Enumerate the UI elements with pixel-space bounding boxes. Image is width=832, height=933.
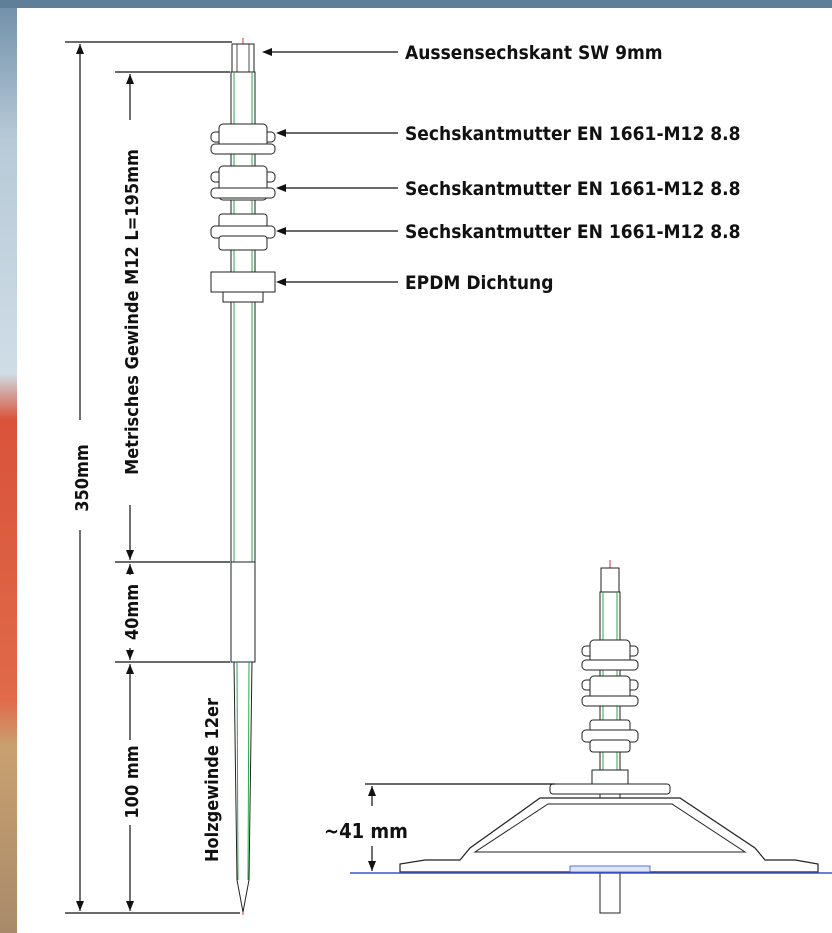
dim-shank: 40mm [122,584,143,640]
nut-3 [210,213,276,251]
label-nut-3: Sechskantmutter EN 1661-M12 8.8 [405,221,741,243]
label-nut-1: Sechskantmutter EN 1661-M12 8.8 [405,123,741,145]
dim-total-length: 350mm [72,444,93,512]
nut-1 [210,123,276,155]
dim-mount-height: ~41 mm [324,819,408,843]
drawing-sheet [17,8,832,933]
hex-drive-head [231,43,255,73]
dimension-lines [65,41,240,914]
label-wood-thread: Holzgewinde 12er [202,698,223,862]
screw-main-view [210,38,276,915]
epdm-seal [210,271,276,293]
label-seal: EPDM Dichtung [405,272,553,294]
dim-metric-thread: Metrisches Gewinde M12 L=195mm [122,149,143,475]
dim-wood-thread-length: 100 mm [122,745,143,818]
mounted-assembly-view [350,560,832,914]
label-nut-2: Sechskantmutter EN 1661-M12 8.8 [405,178,741,200]
shank [230,561,256,663]
nut-2 [210,165,276,201]
leader-lines [262,48,398,286]
label-hex-drive: Aussensechskant SW 9mm [405,42,663,64]
